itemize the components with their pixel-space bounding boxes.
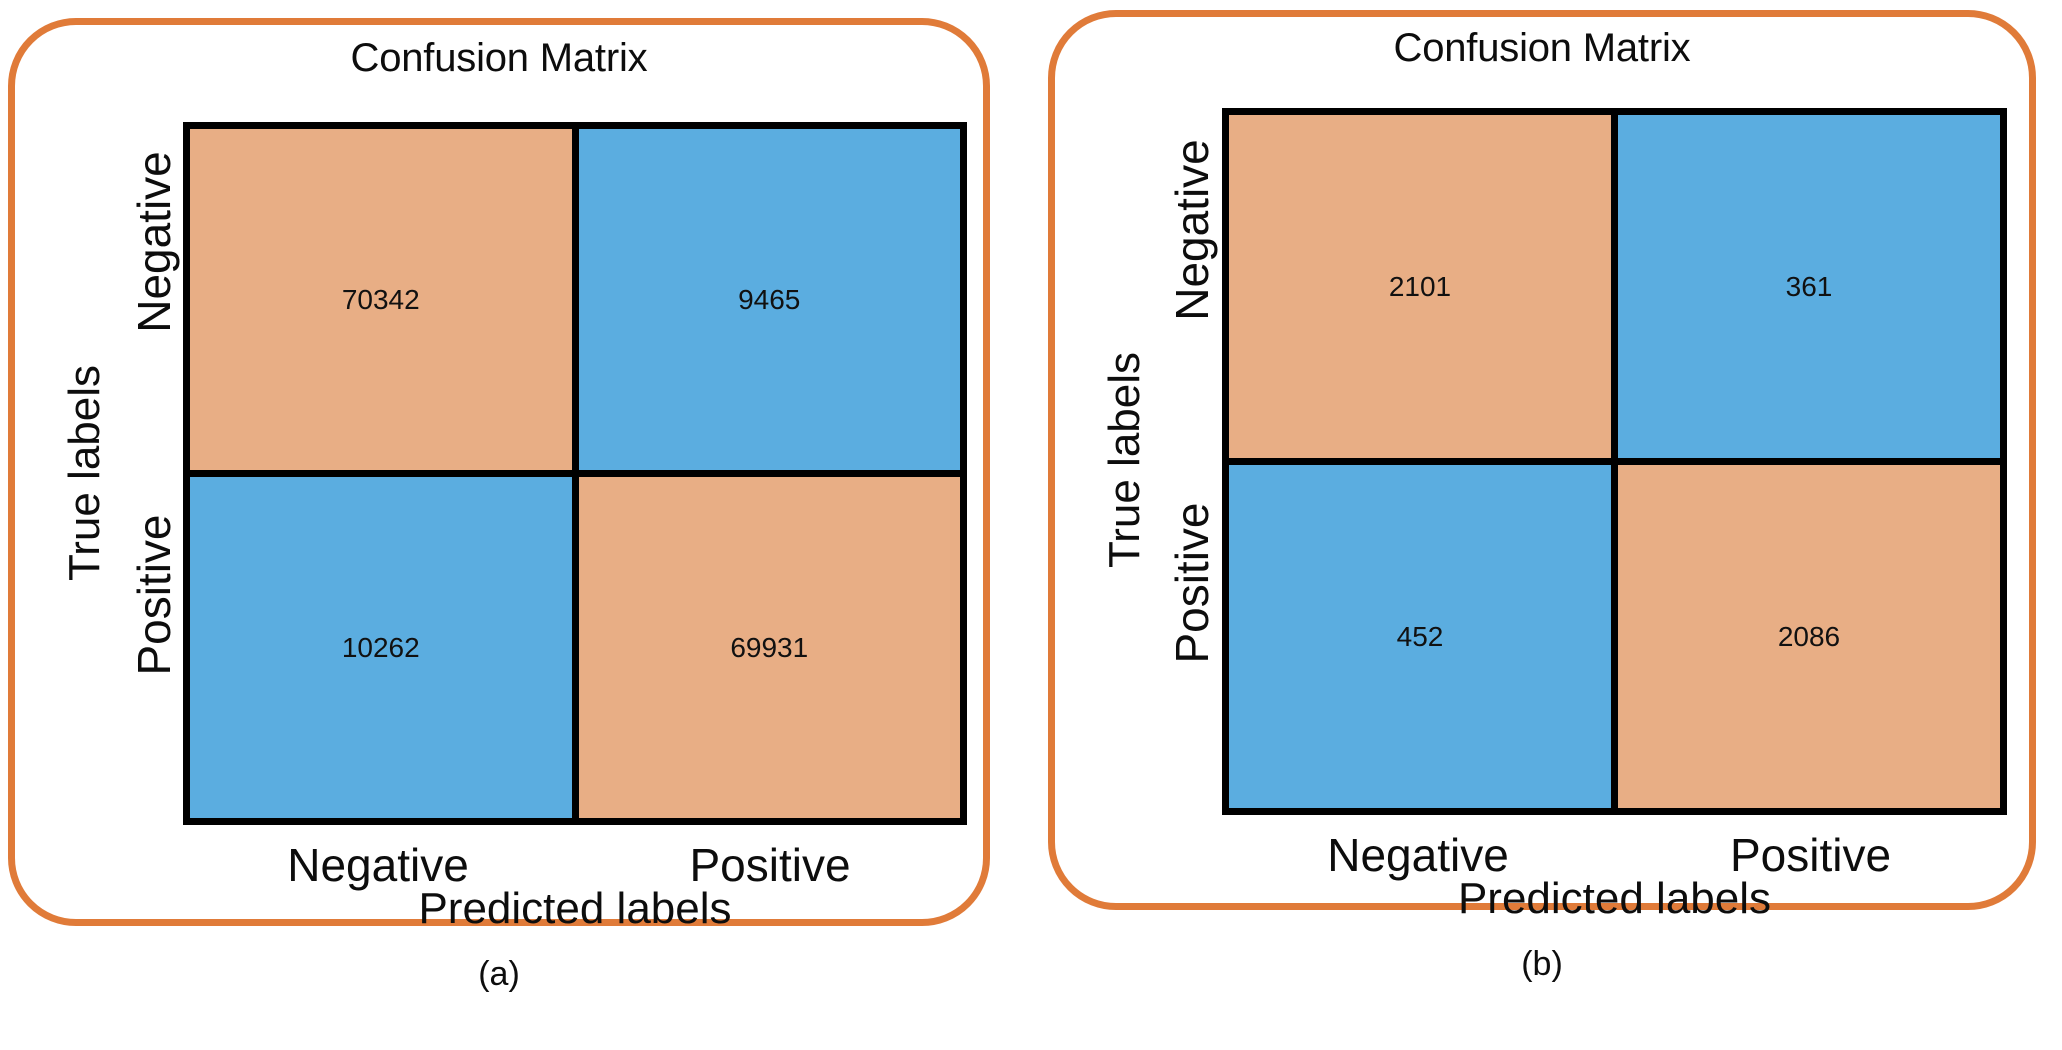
panel-a-cell-true-negative: 70342 <box>190 129 572 470</box>
panel-a-ytick-negative: Negative <box>128 151 180 333</box>
panel-b-ytick-positive: Positive <box>1166 502 1218 664</box>
panel-b-title: Confusion Matrix <box>1393 26 1691 70</box>
panel-b-cell-true-negative: 2101 <box>1229 115 1611 458</box>
panel-b-y-axis-label: True labels <box>1100 351 1149 569</box>
panel-b-cell-value: 2101 <box>1388 270 1452 302</box>
panel-b-cell-false-negative: 452 <box>1229 465 1611 808</box>
panel-b-caption: (b) <box>1521 945 1563 983</box>
panel-a-cell-value: 70342 <box>341 283 420 315</box>
panel-b-xtick-negative: Negative <box>1327 829 1509 881</box>
panel-b-cell-value: 2086 <box>1777 620 1841 652</box>
panel-b-cell-false-positive: 361 <box>1618 115 2000 458</box>
panel-a-y-axis-label: True labels <box>60 364 109 582</box>
panel-b-cell-true-positive: 2086 <box>1618 465 2000 808</box>
panel-a-xtick-negative: Negative <box>287 839 469 891</box>
panel-a-ytick-positive: Positive <box>128 514 180 676</box>
panel-a-caption: (a) <box>478 955 520 993</box>
panel-a-cell-value: 69931 <box>730 631 809 663</box>
panel-b-xtick-positive: Positive <box>1729 829 1892 881</box>
panel-a-cell-false-positive: 9465 <box>578 129 960 470</box>
panel-b-cell-value: 361 <box>1785 270 1833 302</box>
panel-a-title: Confusion Matrix <box>350 36 648 80</box>
panel-b-x-axis-label: Predicted labels <box>1457 874 1772 923</box>
panel-a-x-axis-label: Predicted labels <box>418 884 732 933</box>
panel-b-ytick-negative: Negative <box>1166 139 1218 321</box>
panel-a-xtick-positive: Positive <box>689 839 851 891</box>
panel-b-cell-value: 452 <box>1396 620 1444 652</box>
panel-a-cell-value: 9465 <box>738 283 801 315</box>
panel-b-matrix: 2101 361 452 2086 <box>1222 108 2007 815</box>
panel-a-matrix: 70342 9465 10262 69931 <box>183 122 967 825</box>
panel-a-cell-value: 10262 <box>341 631 420 663</box>
panel-a-cell-true-positive: 69931 <box>578 477 960 818</box>
panel-a-cell-false-negative: 10262 <box>190 477 572 818</box>
